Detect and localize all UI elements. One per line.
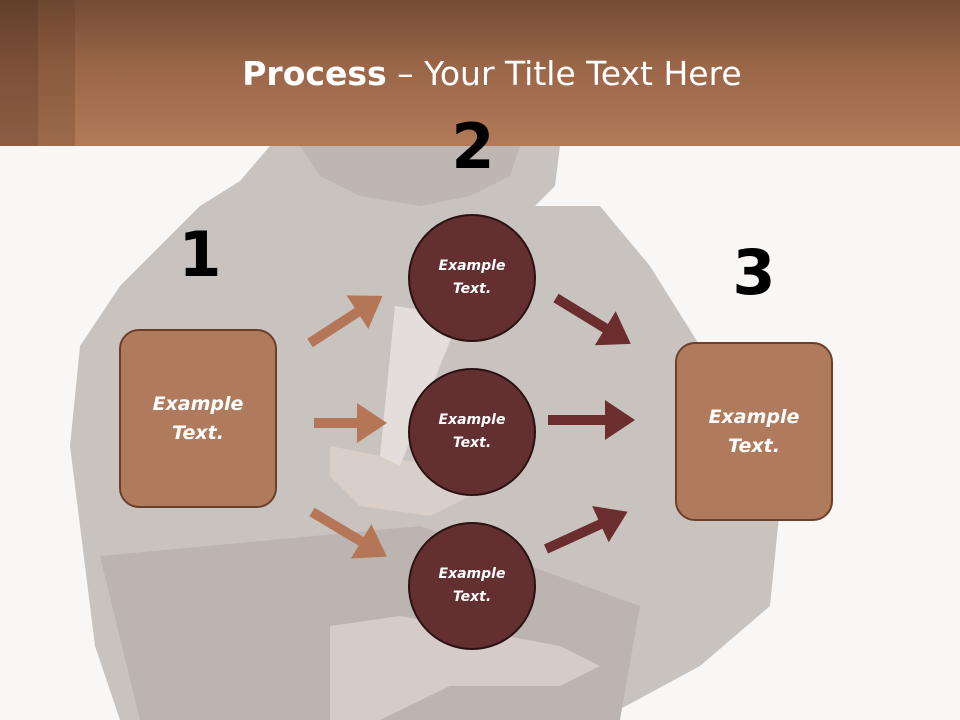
circle-3: Example Text. (408, 522, 536, 650)
title-bold: Process (242, 54, 387, 93)
title-rest: – Your Title Text Here (386, 54, 742, 93)
slide-title: Process – Your Title Text Here (0, 54, 960, 93)
step-3-text: Example Text. (708, 405, 800, 457)
step-3-box: Example Text. (675, 342, 833, 521)
arrow-1-to-circle-1 (307, 295, 383, 348)
circle-3-text: Example Text. (438, 566, 506, 605)
step-1-text: Example Text. (152, 392, 244, 444)
circle-2: Example Text. (408, 368, 536, 496)
circle-2-text: Example Text. (438, 412, 506, 451)
banner-stripe (0, 0, 38, 146)
title-banner (0, 0, 960, 146)
circle-1: Example Text. (408, 214, 536, 342)
step-2-number: 2 (451, 110, 495, 183)
step-1-box: Example Text. (119, 329, 277, 508)
step-3-number: 3 (732, 236, 776, 309)
arrow-circle-3-to-3 (543, 506, 628, 554)
arrow-1-to-circle-3 (309, 507, 387, 559)
arrow-circle-1-to-3 (553, 293, 631, 346)
circle-1-text: Example Text. (438, 258, 506, 297)
step-1-number: 1 (178, 218, 222, 291)
banner-stripe (38, 0, 75, 146)
